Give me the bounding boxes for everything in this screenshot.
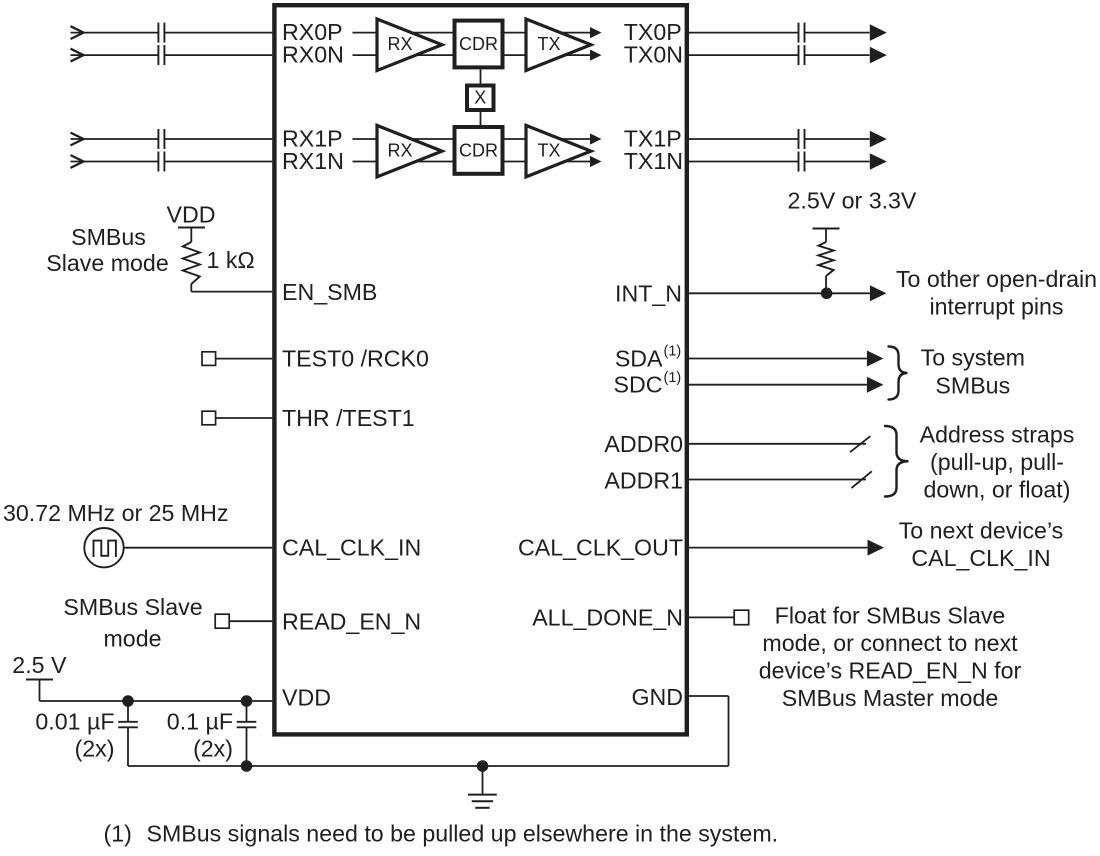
svg-text:TX0P: TX0P [624, 19, 682, 45]
svg-text:mode, or connect to next: mode, or connect to next [762, 630, 1018, 656]
svg-text:RX: RX [387, 34, 412, 54]
svg-text:ADDR1: ADDR1 [604, 468, 683, 494]
svg-text:30.72 MHz or 25 MHz: 30.72 MHz or 25 MHz [3, 500, 229, 526]
svg-text:RX1N: RX1N [282, 148, 344, 174]
svg-text:VDD: VDD [282, 685, 331, 711]
svg-text:(1): (1) [664, 344, 682, 360]
svg-text:SMBus Master mode: SMBus Master mode [782, 685, 999, 711]
svg-text:TX1N: TX1N [624, 148, 683, 174]
svg-text:RX1P: RX1P [282, 126, 343, 152]
svg-text:To next device’s: To next device’s [899, 518, 1064, 544]
svg-text:(1): (1) [664, 370, 682, 386]
svg-text:SMBus signals need to be pulle: SMBus signals need to be pulled up elsew… [147, 821, 779, 847]
svg-text:0.1 µF: 0.1 µF [167, 709, 233, 735]
svg-text:TX1P: TX1P [624, 126, 682, 152]
svg-text:(2x): (2x) [75, 736, 115, 762]
svg-text:CDR: CDR [459, 34, 498, 54]
svg-text:down, or float): down, or float) [924, 476, 1071, 502]
svg-text:interrupt pins: interrupt pins [929, 294, 1063, 320]
svg-text:To other open-drain: To other open-drain [896, 266, 1097, 292]
svg-text:SDA: SDA [615, 345, 663, 371]
svg-text:EN_SMB: EN_SMB [282, 279, 377, 305]
svg-text:2.5V or 3.3V: 2.5V or 3.3V [788, 187, 917, 213]
svg-text:CAL_CLK_IN: CAL_CLK_IN [911, 545, 1050, 571]
svg-text:mode: mode [103, 626, 161, 652]
svg-text:X: X [474, 87, 486, 107]
svg-text:RX: RX [387, 140, 412, 160]
svg-text:INT_N: INT_N [615, 281, 682, 307]
svg-text:0.01 µF: 0.01 µF [35, 709, 114, 735]
svg-text:TX: TX [537, 34, 560, 54]
svg-text:CAL_CLK_IN: CAL_CLK_IN [282, 535, 421, 561]
svg-text:RX0N: RX0N [282, 42, 344, 68]
svg-text:ADDR0: ADDR0 [604, 431, 683, 457]
svg-text:TEST0 /RCK0: TEST0 /RCK0 [282, 346, 429, 372]
svg-text:CAL_CLK_OUT: CAL_CLK_OUT [518, 534, 683, 560]
svg-text:To system: To system [921, 345, 1025, 371]
svg-text:SDC: SDC [614, 372, 663, 398]
svg-text:READ_EN_N: READ_EN_N [282, 608, 421, 634]
svg-text:THR /TEST1: THR /TEST1 [282, 405, 415, 431]
svg-text:SMBus Slave: SMBus Slave [63, 594, 202, 620]
svg-text:Slave mode: Slave mode [46, 250, 168, 276]
svg-text:device’s READ_EN_N for: device’s READ_EN_N for [759, 657, 1022, 683]
svg-text:ALL_DONE_N: ALL_DONE_N [532, 605, 683, 631]
svg-text:1 kΩ: 1 kΩ [207, 247, 255, 273]
svg-text:CDR: CDR [459, 140, 498, 160]
svg-text:TX0N: TX0N [624, 42, 683, 68]
svg-text:2.5 V: 2.5 V [12, 652, 67, 678]
svg-text:SMBus: SMBus [935, 373, 1010, 399]
svg-text:VDD: VDD [167, 202, 216, 228]
svg-text:(pull-up, pull-: (pull-up, pull- [930, 449, 1064, 475]
svg-text:Address straps: Address straps [920, 422, 1075, 448]
svg-text:SMBus: SMBus [71, 224, 146, 250]
svg-text:Float for SMBus Slave: Float for SMBus Slave [775, 602, 1006, 628]
svg-text:RX0P: RX0P [282, 19, 343, 45]
svg-text:(1): (1) [104, 821, 132, 847]
svg-text:TX: TX [537, 140, 560, 160]
svg-text:GND: GND [631, 684, 683, 710]
svg-text:(2x): (2x) [193, 736, 233, 762]
